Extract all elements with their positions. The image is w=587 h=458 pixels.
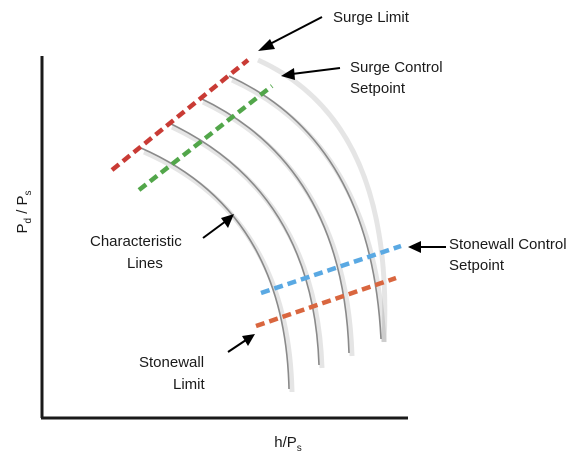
surge-limit-arrow bbox=[258, 16, 323, 51]
characteristic-curve-2-shadow bbox=[170, 124, 325, 369]
characteristic-curve-1 bbox=[140, 147, 290, 390]
stonewall-control-setpoint-arrow bbox=[408, 241, 446, 253]
axes bbox=[40, 56, 408, 420]
characteristic-curve-4-shadow bbox=[230, 77, 387, 343]
surge-control-setpoint-line bbox=[137, 84, 274, 192]
stonewall-control-setpoint-label: Stonewall Control Setpoint bbox=[449, 236, 571, 274]
characteristic-lines-label: Characteristic Lines bbox=[90, 233, 186, 272]
stonewall-control-setpoint-line bbox=[260, 243, 402, 296]
stonewall-limit-label: Stonewall Limit bbox=[139, 354, 208, 393]
surge-control-setpoint-arrow bbox=[281, 67, 341, 80]
characteristic-curves bbox=[140, 57, 388, 393]
characteristic-curve-2 bbox=[168, 122, 320, 366]
characteristic-curve-3 bbox=[199, 97, 350, 354]
characteristic-lines-arrow bbox=[202, 214, 234, 239]
surge-limit-line bbox=[110, 58, 250, 172]
stonewall-limit-arrow bbox=[227, 334, 255, 353]
y-axis-label: Pd / Ps bbox=[14, 190, 34, 233]
characteristic-curve-4 bbox=[228, 75, 382, 340]
surge-control-setpoint-label: Surge Control Setpoint bbox=[350, 59, 447, 97]
characteristic-curve-5-shadow bbox=[256, 57, 388, 343]
x-axis-label: h/Ps bbox=[274, 434, 302, 454]
surge-limit-label: Surge Limit bbox=[333, 9, 410, 26]
stonewall-limit-line bbox=[255, 275, 397, 329]
